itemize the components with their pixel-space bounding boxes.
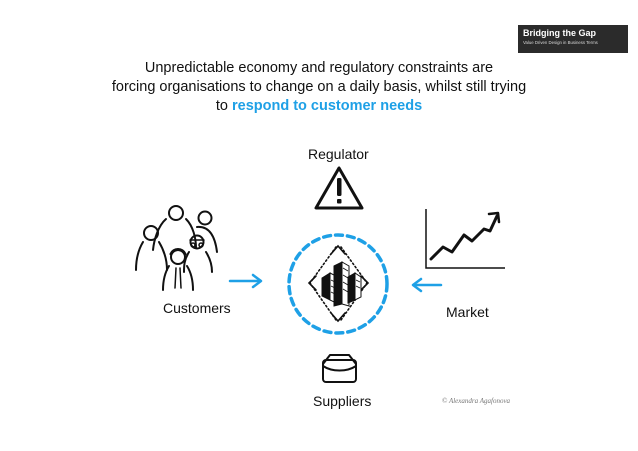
headline-line-3-prefix: to [215,98,232,114]
brand-badge: Bridging the Gap Value Driven Design in … [518,25,628,53]
market-arrow [411,277,443,293]
organisation-circle [287,233,389,335]
dotted-arrows [307,244,370,323]
box-icon [322,354,357,383]
regulator-label: Regulator [308,146,369,162]
credit: © Alexandra Agafonova [442,397,511,405]
headline-line-3: to respond to customer needs [60,97,578,116]
headline: Unpredictable economy and regulatory con… [60,59,578,116]
buildings-icon [321,261,362,307]
people-icon [135,205,218,291]
headline-line-2: forcing organisations to change on a dai… [111,79,527,95]
suppliers-label: Suppliers [313,393,372,409]
customers-label: Customers [163,300,231,316]
market-label: Market [446,304,489,320]
chart-icon [425,209,505,269]
customers-arrow [228,273,263,289]
headline-highlight: respond to customer needs [231,98,423,114]
brand-title: Bridging the Gap [523,28,596,38]
brand-subtitle: Value Driven Design in Business Terms [523,40,598,45]
warning-icon [314,166,364,210]
headline-line-1: Unpredictable economy and regulatory con… [144,60,494,76]
